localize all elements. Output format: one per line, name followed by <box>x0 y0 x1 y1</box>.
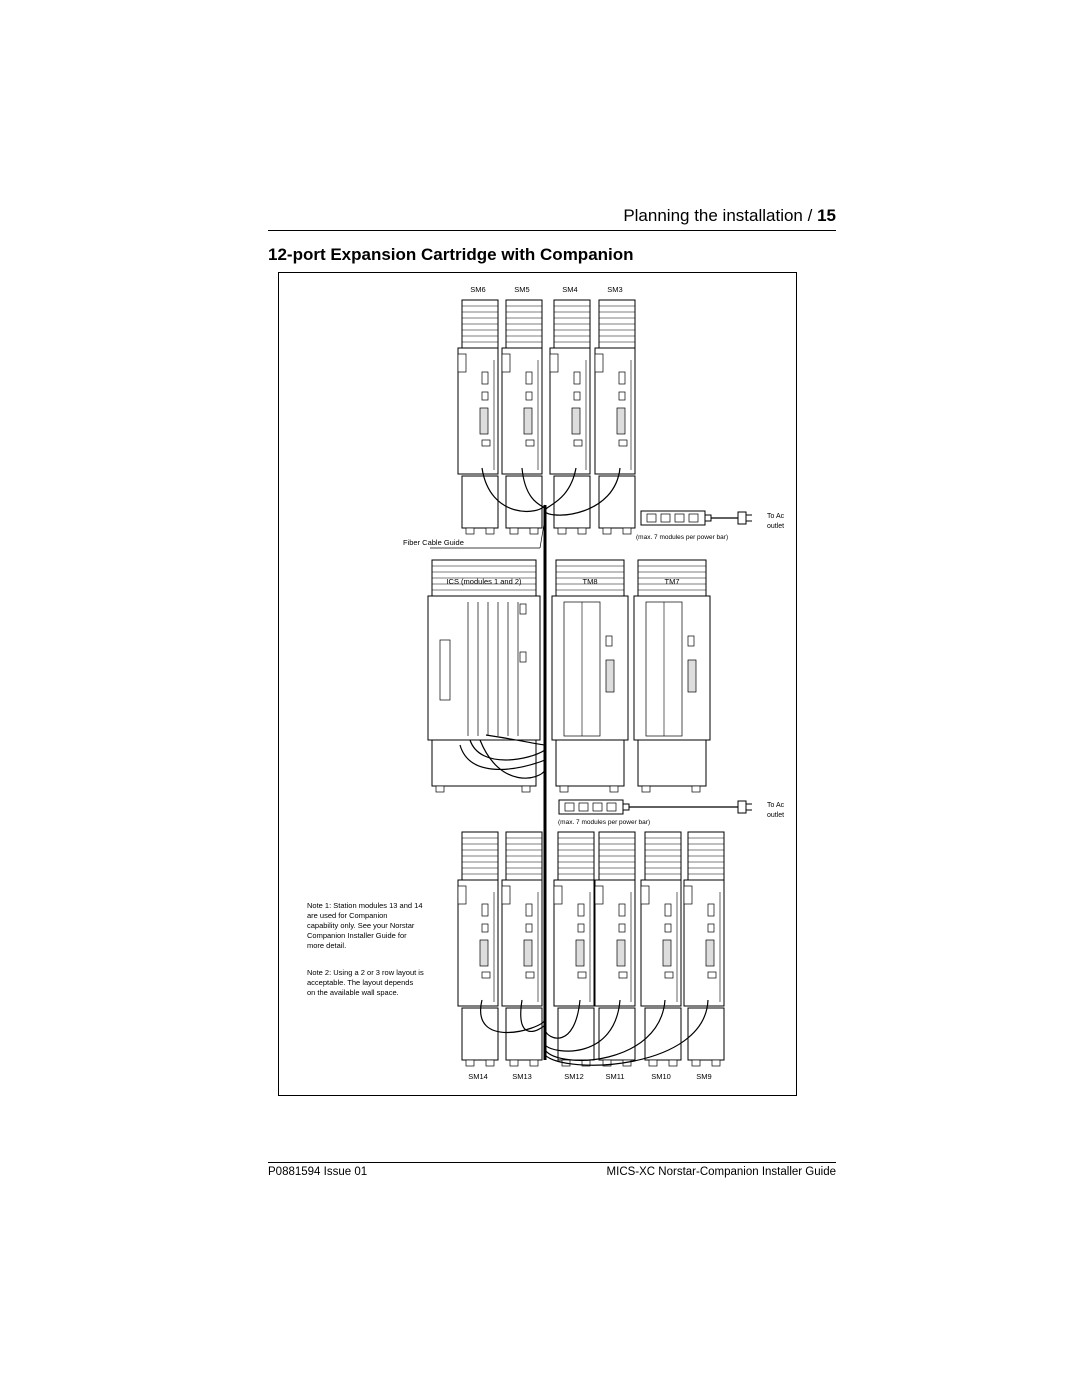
fiber-cable <box>520 999 546 1032</box>
tm8-label: TM8 <box>583 577 598 586</box>
note2-line: acceptable. The layout depends <box>307 978 413 987</box>
tm7-module <box>633 559 711 793</box>
fiber-cable <box>544 999 581 1039</box>
station-module-top-4 <box>594 299 636 535</box>
section-title: 12-port Expansion Cartridge with Compani… <box>268 245 634 264</box>
ac-outlet-label-bottom: To Ac <box>767 802 785 809</box>
fiber-cable <box>544 999 709 1066</box>
plug-icon <box>737 511 752 525</box>
ics-module <box>427 559 541 793</box>
fiber-cable <box>485 734 546 746</box>
figure-frame <box>278 272 797 1096</box>
footer-guide-title: MICS-XC Norstar-Companion Installer Guid… <box>606 1166 836 1178</box>
ac-outlet-label-bottom-2: outlet <box>767 812 784 819</box>
footer-rule <box>268 1162 836 1163</box>
module-label-top: SM4 <box>562 285 577 294</box>
station-module-top-1 <box>457 299 499 535</box>
module-label-top: SM3 <box>607 285 622 294</box>
module-label-bottom: SM10 <box>651 1072 671 1081</box>
module-label-bottom: SM12 <box>564 1072 584 1081</box>
power-bar-bottom <box>558 799 630 815</box>
ics-label: ICS (modules 1 and 2) <box>446 577 522 586</box>
module-label-bottom: SM9 <box>696 1072 711 1081</box>
header-chapter: Planning the installation / <box>623 206 813 225</box>
note1-line: Companion Installer Guide for <box>307 931 407 940</box>
ac-outlet-label-top: To Ac <box>767 513 785 520</box>
station-module-bottom-3 <box>553 831 595 1067</box>
power-bar-top <box>640 510 712 526</box>
module-label-bottom: SM13 <box>512 1072 532 1081</box>
footer-doc-number: P0881594 Issue 01 <box>268 1166 368 1178</box>
power-bar-note-bottom: (max. 7 modules per power bar) <box>558 819 650 826</box>
station-module-bottom-2 <box>501 831 543 1067</box>
header-page-number: 15 <box>817 206 836 225</box>
note1-line: Note 1: Station modules 13 and 14 <box>307 901 423 910</box>
note1-line: are used for Companion <box>307 911 387 920</box>
station-module-bottom-4 <box>594 831 636 1067</box>
module-label-bottom: SM11 <box>605 1072 624 1081</box>
note1-line: more detail. <box>307 941 346 950</box>
module-label-bottom: SM14 <box>468 1072 488 1081</box>
station-module-top-2 <box>501 299 543 535</box>
note2-line: Note 2: Using a 2 or 3 row layout is <box>307 968 424 977</box>
note2-line: on the available wall space. <box>307 988 399 997</box>
station-module-bottom-6 <box>683 831 725 1067</box>
module-label-top: SM6 <box>470 285 485 294</box>
fiber-cable <box>521 467 546 509</box>
tm8-module <box>551 559 629 793</box>
fiber-cable <box>469 739 546 761</box>
station-module-top-3 <box>549 299 591 535</box>
station-module-bottom-5 <box>640 831 682 1067</box>
fiber-cable <box>544 999 666 1061</box>
fiber-cable <box>481 467 546 513</box>
ac-outlet-label-top-2: outlet <box>767 523 784 530</box>
tm7-label: TM7 <box>665 577 680 586</box>
fiber-guide-label: Fiber Cable Guide <box>403 538 464 547</box>
fiber-cable <box>544 999 621 1052</box>
fiber-cable <box>544 467 621 516</box>
fiber-cable <box>544 467 577 511</box>
fiber-cable <box>479 739 546 779</box>
fiber-cable <box>459 744 546 771</box>
fiber-cable <box>480 999 546 1034</box>
power-bar-note-top: (max. 7 modules per power bar) <box>636 534 728 541</box>
header-rule <box>268 230 836 231</box>
page-header: Planning the installation / 15 <box>623 206 836 226</box>
fiber-guide-leader-2 <box>539 523 545 549</box>
module-label-top: SM5 <box>514 285 529 294</box>
station-module-bottom-1 <box>457 831 499 1067</box>
note1-line: capability only. See your Norstar <box>307 921 415 930</box>
plug-icon <box>737 800 752 814</box>
